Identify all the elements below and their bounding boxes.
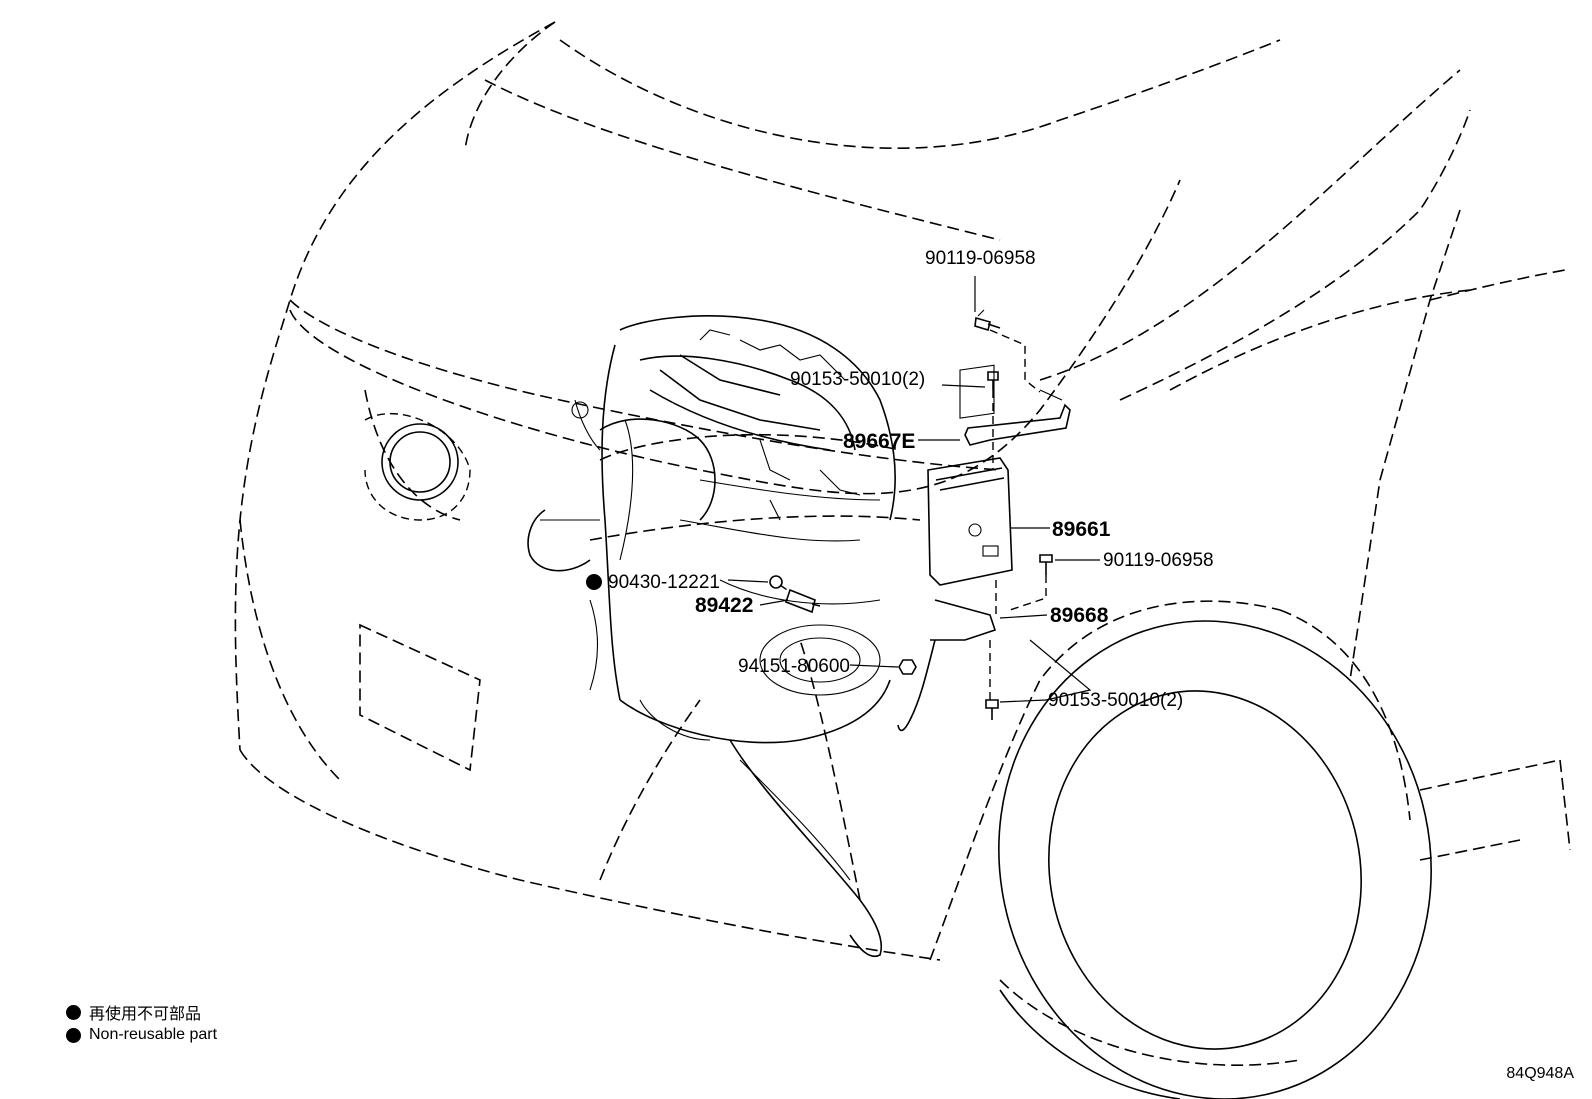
legend-jp-text: 再使用不可部品: [89, 1006, 202, 1023]
legend-jp: 再使用不可部品: [66, 1000, 201, 1024]
bolt-90119-side: [1039, 554, 1053, 575]
legend-dot-icon: [66, 1027, 81, 1043]
ecu-module: [927, 364, 1013, 586]
fog-lamp: [364, 412, 471, 521]
label-89661: 89661: [1052, 518, 1111, 541]
label-94151-80600: 94151-80600: [738, 656, 850, 677]
label-89668: 89668: [1050, 604, 1109, 627]
label-90119-06958-side: 90119-06958: [1103, 550, 1214, 571]
label-90153-50010-upper: 90153-50010(2): [790, 369, 925, 390]
engine-assembly: [527, 315, 896, 744]
legend-dot-icon: [66, 1004, 81, 1020]
vehicle-body-outline: [234, 21, 1571, 1066]
assembly-guides: [779, 329, 1047, 700]
figure-code: 84Q948A: [1506, 1065, 1574, 1082]
label-89667E: 89667E: [843, 430, 915, 453]
upper-bracket: [964, 389, 1071, 446]
label-89422: 89422: [695, 594, 753, 617]
label-90430-12221: 90430-12221: [608, 572, 720, 593]
bolt-upper-90119: [974, 309, 1001, 332]
lower-bracket: [897, 599, 997, 732]
non-reusable-marker: [586, 574, 602, 590]
part-labels: 90119-06958 90153-50010(2) 89667E 89661 …: [608, 248, 1214, 711]
legend-en-text: Non-reusable part: [89, 1026, 218, 1043]
label-90153-50010-lower: 90153-50010(2): [1048, 690, 1183, 711]
label-90119-06958-top: 90119-06958: [925, 248, 1036, 269]
gasket-90430: [769, 575, 783, 589]
leader-lines: [727, 276, 1100, 703]
front-wheel: [998, 620, 1432, 1099]
lower-mount: [729, 739, 882, 957]
nut-94151: [898, 659, 917, 675]
sensor-89422: [784, 588, 821, 614]
legend-en: Non-reusable part: [66, 1026, 217, 1044]
bolt-90153-upper: [987, 371, 999, 390]
bolt-90153-lower: [985, 699, 999, 720]
